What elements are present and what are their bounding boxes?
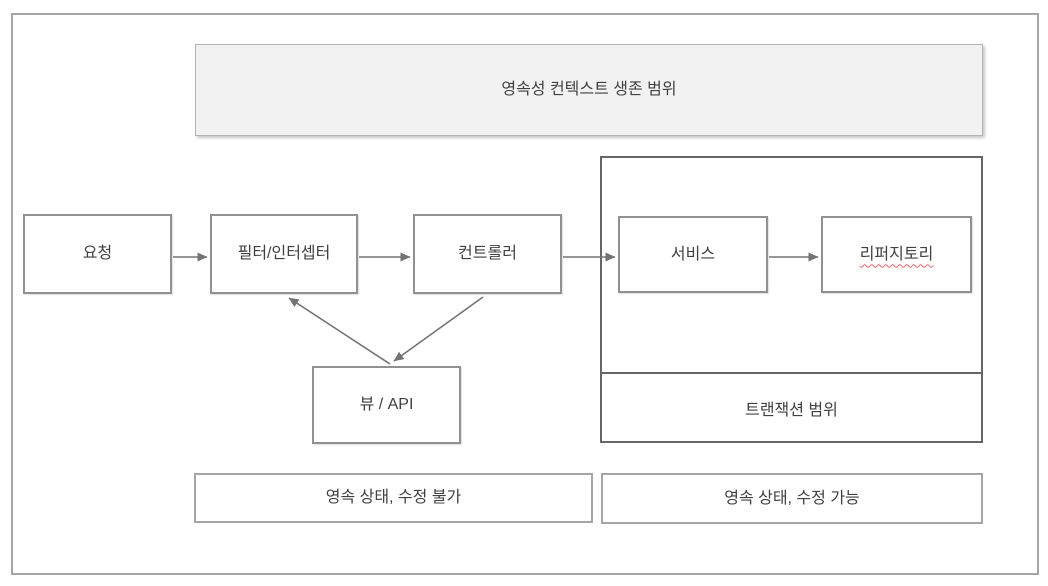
- node-repository: 리퍼지토리: [821, 216, 972, 293]
- node-view-api-label: 뷰 / API: [359, 396, 414, 413]
- transaction-scope-strip: 트랜잭션 범위: [602, 372, 981, 441]
- transaction-scope-box: 트랜잭션 범위: [600, 156, 983, 443]
- node-request-label: 요청: [82, 245, 113, 262]
- node-service: 서비스: [618, 216, 768, 293]
- node-service-label: 서비스: [670, 245, 716, 263]
- transaction-scope-label: 트랜잭션 범위: [745, 401, 838, 419]
- persistence-scope-box: 영속성 컨텍스트 생존 범위: [195, 44, 983, 136]
- node-controller-label: 컨트롤러: [458, 245, 517, 262]
- node-controller: 컨트롤러: [413, 214, 562, 294]
- node-view-api: 뷰 / API: [312, 366, 461, 444]
- node-request: 요청: [23, 214, 172, 294]
- node-filter-interceptor: 필터/인터셉터: [210, 214, 358, 294]
- note-persistent-state-modifiable: 영속 상태, 수정 가능: [601, 473, 983, 524]
- note-persistent-state-readonly-label: 영속 상태, 수정 불가: [325, 489, 462, 506]
- note-persistent-state-readonly: 영속 상태, 수정 불가: [194, 473, 593, 523]
- note-persistent-state-modifiable-label: 영속 상태, 수정 가능: [724, 489, 860, 507]
- node-filter-interceptor-label: 필터/인터셉터: [237, 245, 331, 262]
- node-repository-label: 리퍼지토리: [859, 245, 934, 263]
- persistence-scope-label: 영속성 컨텍스트 생존 범위: [501, 81, 677, 98]
